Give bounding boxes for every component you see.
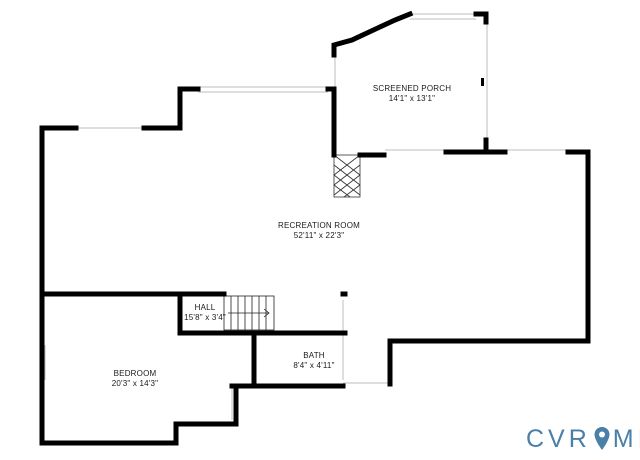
wall-caps — [481, 78, 484, 86]
room-dims: 15'8" x 3'4" — [184, 313, 226, 322]
room-dims: 52'11" x 22'3" — [293, 231, 345, 240]
room-name: HALL — [194, 303, 216, 312]
room-name: BATH — [303, 351, 325, 360]
room-dims: 20'3" x 14'3" — [111, 379, 159, 388]
map-pin-icon — [594, 427, 610, 450]
stairs — [223, 295, 275, 331]
room-name: RECREATION ROOM — [278, 221, 360, 230]
room-label-bedroom: BEDROOM 20'3" x 14'3" — [100, 369, 170, 389]
fireplace — [333, 154, 361, 198]
logo-text-left: CVR — [526, 424, 591, 453]
room-label-recreation-room: RECREATION ROOM 52'11" x 22'3" — [266, 221, 372, 241]
brand-logo: CVR MI — [526, 424, 640, 454]
room-dims: 14'1" x 13'1" — [388, 94, 436, 103]
room-name: BEDROOM — [113, 369, 157, 378]
room-label-hall: HALL 15'8" x 3'4" — [183, 303, 227, 323]
room-label-screened-porch: SCREENED PORCH 14'1" x 13'1" — [362, 84, 462, 104]
walls — [39, 10, 591, 446]
logo-text-right: MI — [612, 424, 640, 453]
room-dims: 8'4" x 4'11" — [293, 361, 335, 370]
room-name: SCREENED PORCH — [372, 84, 452, 93]
room-label-bath: BATH 8'4" x 4'11" — [287, 351, 341, 371]
